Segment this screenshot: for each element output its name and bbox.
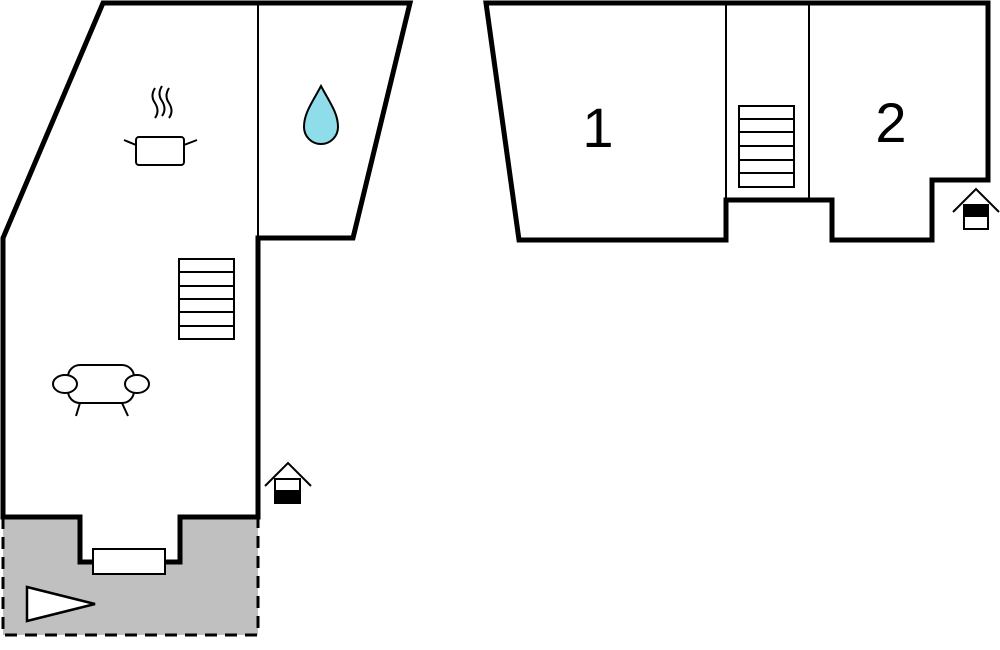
entrance-icon [264,461,312,504]
kitchen-pot-icon [123,85,198,166]
upper-floor-outline [483,0,991,243]
window-icon [92,548,166,575]
stairs-icon [178,258,235,340]
sofa-icon [52,364,150,417]
stairs-icon [738,105,795,188]
terrace-icon [25,585,96,623]
entrance-icon [952,187,1000,230]
room-label-2: 2 [875,91,906,154]
water-drop-icon [302,83,340,145]
room-label-1: 1 [582,96,613,159]
